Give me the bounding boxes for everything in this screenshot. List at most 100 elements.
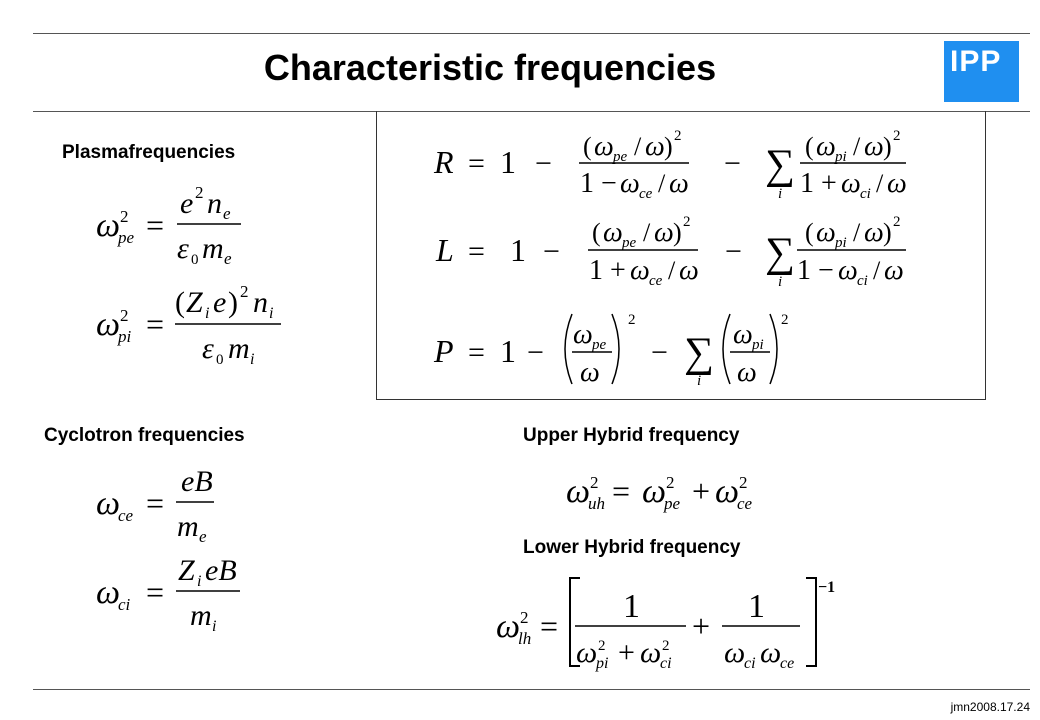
svg-text:lh: lh — [518, 629, 531, 648]
svg-text:1 +: 1 + — [800, 168, 837, 199]
svg-text:pi: pi — [595, 655, 608, 672]
svg-text:ω: ω — [887, 168, 907, 199]
svg-text:): ) — [664, 132, 673, 161]
svg-text:1 −: 1 − — [580, 168, 617, 199]
svg-text:ce: ce — [639, 186, 653, 202]
svg-text:/: / — [873, 256, 881, 285]
svg-text:pe: pe — [663, 494, 681, 513]
svg-text:/: / — [853, 132, 861, 161]
svg-text:ω: ω — [760, 636, 781, 669]
svg-text:e: e — [224, 249, 232, 268]
svg-text:ω: ω — [724, 636, 745, 669]
svg-text:/: / — [876, 169, 884, 198]
svg-text:eB: eB — [181, 465, 213, 498]
slide-title: Characteristic frequencies — [263, 47, 717, 88]
svg-text:i: i — [778, 274, 782, 290]
svg-text:m: m — [202, 232, 224, 265]
svg-text:pe: pe — [117, 228, 135, 247]
eq-omega-pe: ω pe 2 = e 2 n e ε 0 m e — [96, 183, 241, 268]
svg-text:i: i — [212, 618, 216, 635]
heading-plasmafrequencies: Plasmafrequencies — [62, 142, 236, 163]
svg-text:=: = — [146, 574, 164, 610]
svg-text:/: / — [634, 132, 642, 161]
svg-text:1 +: 1 + — [589, 255, 626, 286]
svg-text:ci: ci — [860, 186, 871, 202]
eq-P: P = 1 − ω pe ω 2 − ∑ i ω pi ω 2 — [433, 312, 789, 389]
svg-text:pi: pi — [117, 327, 132, 346]
svg-text:ω: ω — [566, 473, 590, 510]
footer-code: jmn2008.17.24 — [950, 700, 1030, 714]
svg-text:2: 2 — [195, 183, 204, 202]
svg-text:−: − — [535, 147, 552, 180]
svg-text:ω: ω — [594, 131, 614, 162]
svg-text:ω: ω — [816, 131, 836, 162]
bottom-rule — [33, 689, 1030, 690]
svg-text:ω: ω — [733, 319, 753, 350]
svg-text:i: i — [205, 305, 209, 322]
svg-text:=: = — [146, 485, 164, 521]
svg-text:ω: ω — [580, 357, 600, 388]
svg-text:ω: ω — [884, 255, 904, 286]
svg-text:/: / — [643, 218, 651, 247]
eq-omega-pi: ω pi 2 = ( Z i e ) 2 n i ε 0 m i — [96, 282, 281, 368]
svg-text:1: 1 — [748, 588, 765, 625]
svg-text:−: − — [651, 336, 668, 369]
svg-text:1: 1 — [500, 144, 516, 180]
svg-text:m: m — [228, 332, 250, 365]
svg-text:ω: ω — [96, 207, 120, 244]
eq-omega-ce: ω ce = eB m e — [96, 465, 214, 546]
svg-text:n: n — [207, 187, 222, 220]
svg-text:n: n — [253, 286, 268, 319]
ipp-logo: IPP — [944, 41, 1019, 102]
svg-text:ω: ω — [96, 574, 120, 611]
svg-text:ω: ω — [864, 217, 884, 248]
svg-text:2: 2 — [590, 473, 599, 492]
svg-text:ci: ci — [744, 655, 756, 672]
svg-text:ci: ci — [857, 273, 868, 289]
svg-text:=: = — [468, 336, 485, 369]
svg-text:1: 1 — [500, 333, 516, 369]
svg-text:(: ( — [805, 132, 814, 161]
svg-text:ω: ω — [838, 255, 858, 286]
svg-text:ω: ω — [96, 306, 120, 343]
svg-text:=: = — [540, 608, 558, 644]
svg-text:2: 2 — [781, 312, 789, 328]
svg-text:2: 2 — [893, 128, 901, 144]
svg-text:/: / — [658, 169, 666, 198]
dielectric-box — [376, 111, 986, 400]
svg-text:1: 1 — [510, 232, 526, 268]
svg-text:=: = — [468, 147, 485, 180]
svg-text:1: 1 — [623, 588, 640, 625]
svg-text:ω: ω — [573, 319, 593, 350]
svg-text:ci: ci — [660, 655, 672, 672]
svg-text:/: / — [853, 218, 861, 247]
svg-text:ci: ci — [118, 595, 131, 614]
svg-text:2: 2 — [628, 312, 636, 328]
svg-text:i: i — [250, 351, 254, 368]
svg-text:(: ( — [583, 132, 592, 161]
eq-omega-lh: ω lh 2 = 1 ω pi 2 + ω ci 2 + 1 ω ci ω ce… — [496, 577, 835, 672]
svg-text:2: 2 — [666, 473, 675, 492]
svg-text:ω: ω — [642, 473, 666, 510]
svg-text:2: 2 — [893, 214, 901, 230]
svg-text:=: = — [146, 207, 164, 243]
svg-text:2: 2 — [520, 608, 529, 627]
svg-text:ω: ω — [640, 636, 661, 669]
top-rule — [33, 33, 1030, 34]
svg-text:i: i — [697, 373, 701, 389]
svg-text:pi: pi — [834, 149, 847, 165]
svg-text:ω: ω — [816, 217, 836, 248]
svg-text:R: R — [433, 144, 454, 180]
logo-text: IPP — [950, 45, 1002, 78]
svg-text:ce: ce — [780, 655, 794, 672]
svg-text:pe: pe — [621, 235, 637, 251]
svg-text:ce: ce — [118, 506, 134, 525]
svg-text:ω: ω — [630, 255, 650, 286]
heading-lower-hybrid: Lower Hybrid frequency — [523, 537, 741, 558]
svg-text:2: 2 — [240, 282, 249, 301]
svg-text:0: 0 — [191, 252, 199, 268]
svg-text:pe: pe — [612, 149, 628, 165]
svg-text:2: 2 — [120, 306, 129, 325]
svg-text:=: = — [468, 235, 485, 268]
svg-text:ω: ω — [669, 168, 689, 199]
